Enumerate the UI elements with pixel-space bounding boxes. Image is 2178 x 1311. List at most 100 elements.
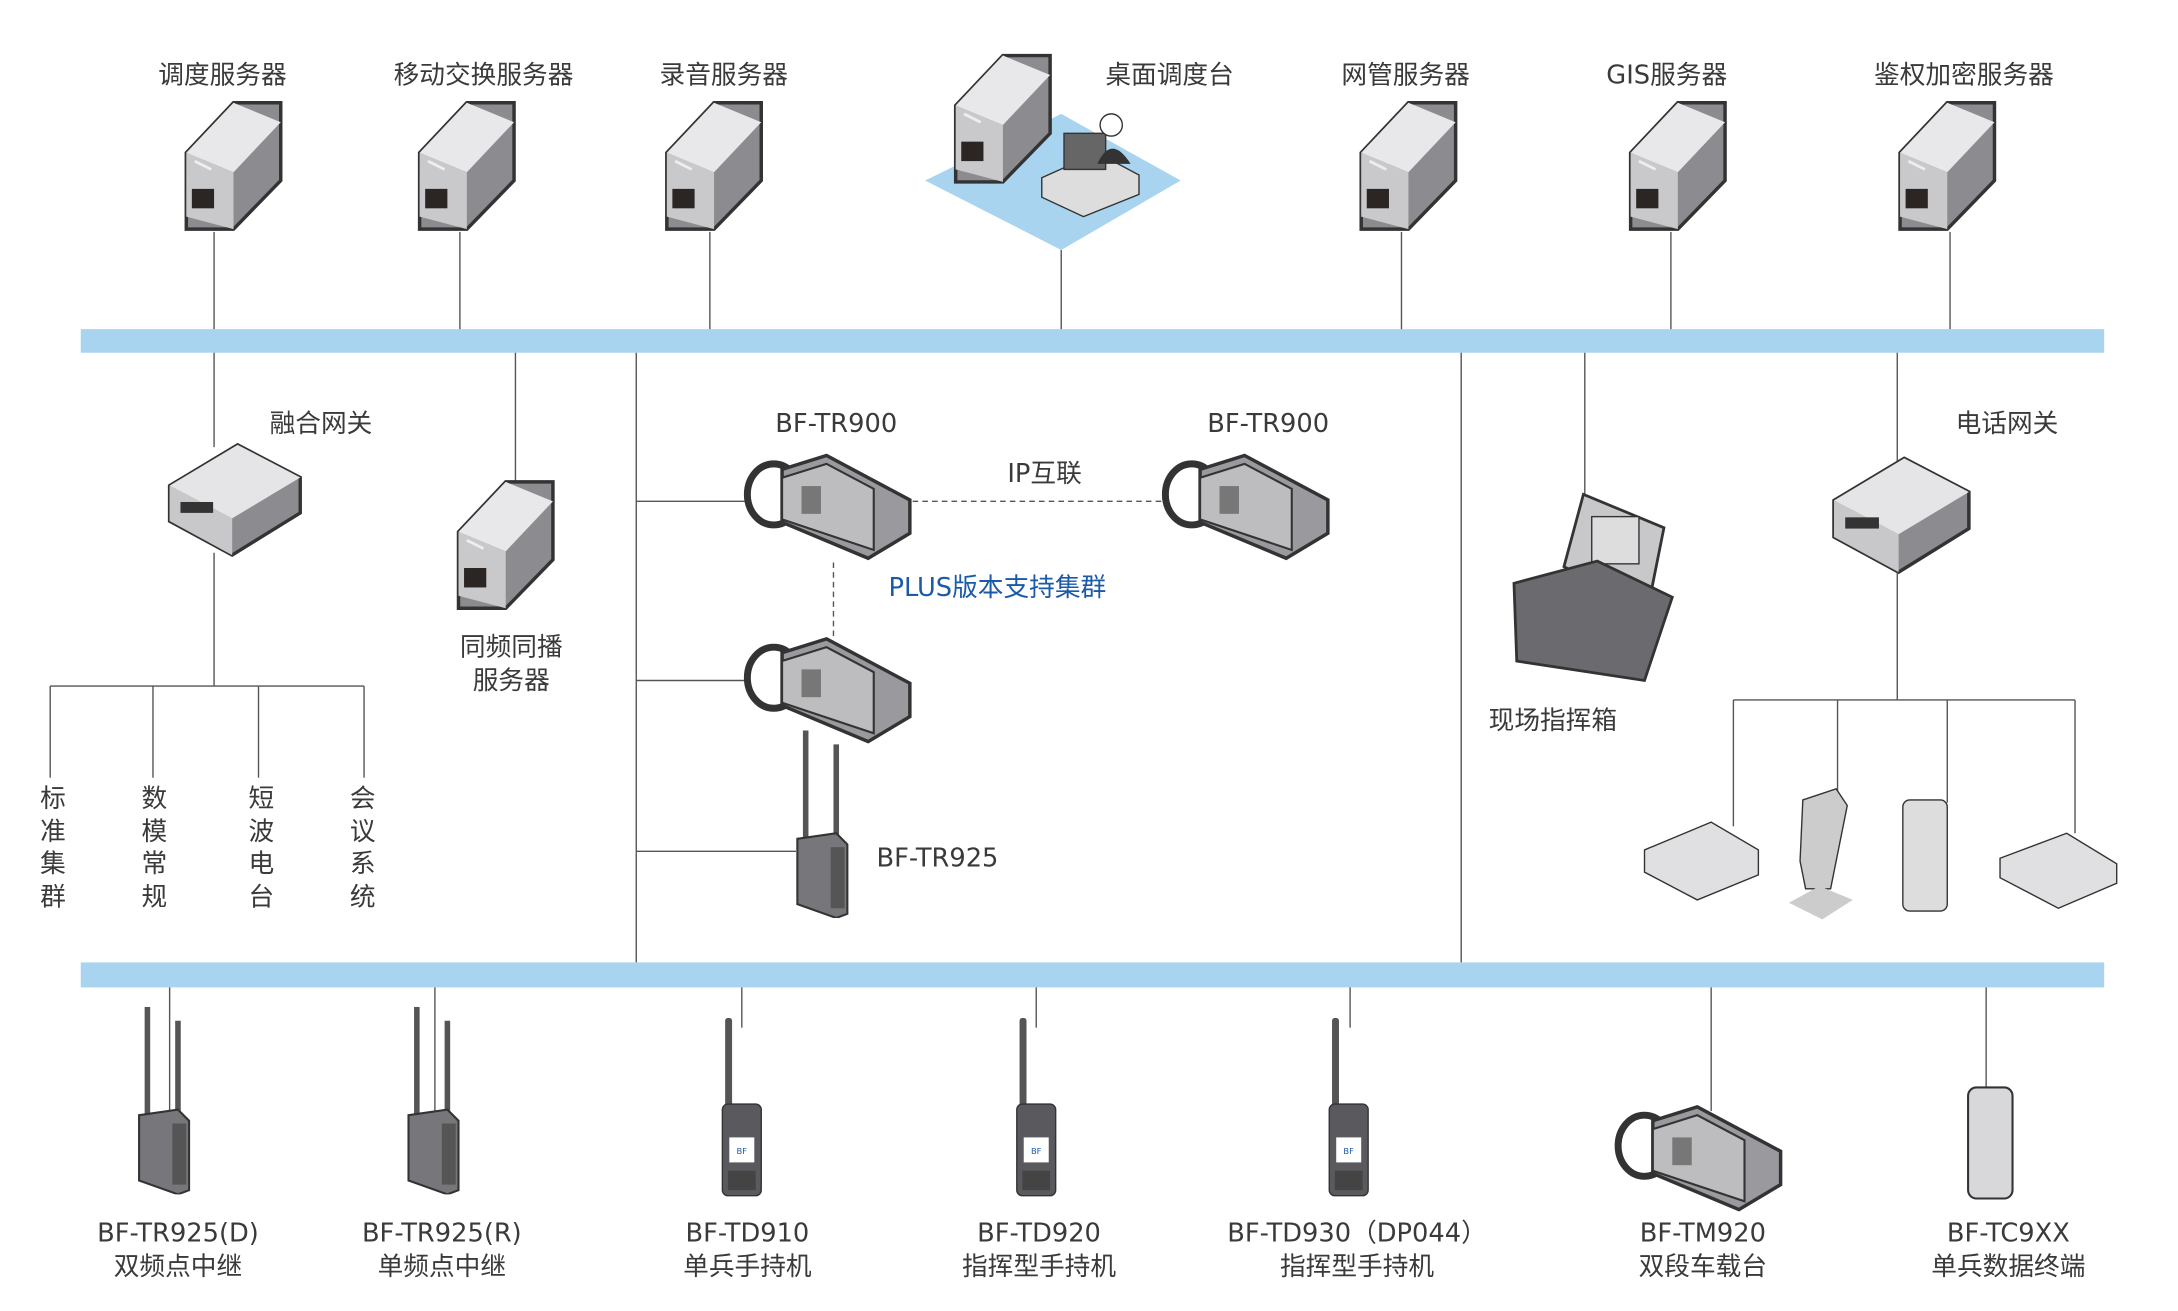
server-icon: [184, 101, 283, 231]
label-text: BF-TR925(D): [97, 1219, 259, 1249]
label-text: BF-TD910: [685, 1219, 809, 1249]
server-icon: [1359, 101, 1458, 231]
repeater-icon: [407, 1006, 460, 1195]
tr925-label: BF-TR925: [877, 844, 999, 874]
server-icon: [1628, 101, 1727, 231]
label-text: 统: [350, 882, 376, 912]
label-text: 系: [350, 849, 376, 879]
console-label: 桌面调度台: [1105, 60, 1233, 90]
server-icon: [665, 101, 763, 231]
tr925-icon: [796, 730, 849, 918]
bottom-device-tr925r: BF-TR925(R) 单频点中继: [362, 987, 522, 1282]
endpoint-conference: 会 议 系 统: [350, 784, 376, 913]
label-text: 波: [248, 817, 274, 847]
phone-gateway-label: 电话网关: [1956, 409, 2059, 439]
server-label: 鉴权加密服务器: [1874, 60, 2054, 90]
operator-icon: [1099, 113, 1124, 137]
data-terminal-icon: [1967, 1086, 2014, 1200]
handheld-radio-icon: [1328, 1017, 1369, 1197]
desk-phone-icon: [1999, 832, 2118, 910]
server-icon: [456, 480, 555, 611]
mobile-phone-icon: [1902, 799, 1948, 912]
bottom-device-td920: BF-TD920 指挥型手持机: [962, 987, 1116, 1282]
bottom-device-tm920: BF-TM920 双段车载台: [1618, 987, 1780, 1282]
repeater-icon: [138, 1006, 191, 1195]
label-text: 单兵手持机: [683, 1252, 812, 1282]
label-text: 会: [350, 784, 376, 814]
label-text: 准: [40, 817, 66, 847]
handheld-radio-icon: [721, 1017, 762, 1197]
bottom-device-td930: BF-TD930（DP044） 指挥型手持机: [1227, 987, 1487, 1282]
server-label: GIS服务器: [1606, 60, 1727, 90]
label-text: BF-TD920: [977, 1219, 1101, 1249]
vehicle-radio-icon: [1618, 1107, 1780, 1210]
label-text: 指挥型手持机: [962, 1252, 1116, 1282]
command-box-label: 现场指挥箱: [1489, 706, 1617, 736]
monitor-icon: [1063, 132, 1107, 171]
endpoint-digital-analog: 数 模 常 规: [142, 784, 168, 913]
label-text: 集: [40, 849, 66, 879]
label-text: 标: [40, 784, 66, 814]
simulcast-label-line2: 服务器: [473, 666, 550, 696]
label-text: 规: [142, 882, 168, 912]
label-text: 单频点中继: [378, 1252, 506, 1282]
field-command-box: 现场指挥箱: [1460, 352, 1674, 963]
top-server-dispatch: 调度服务器: [158, 60, 287, 330]
repeater-right-icon: [1165, 456, 1327, 559]
fusion-gateway-label: 融合网关: [270, 409, 373, 439]
simulcast-label-line1: 同频同播: [460, 633, 563, 663]
label-text: 群: [40, 882, 66, 912]
repeater-third-icon: [747, 639, 909, 742]
label-text: 数: [142, 784, 168, 814]
top-desktop-console: 桌面调度台: [925, 53, 1234, 330]
top-server-gis: GIS服务器: [1606, 60, 1727, 330]
bottom-device-tc9xx: BF-TC9XX 单兵数据终端: [1931, 987, 2085, 1282]
fusion-gateway: 融合网关 标 准 集 群 数 模 常 规 短 波 电 台 会 议 系: [40, 352, 376, 913]
top-server-recording: 录音服务器: [660, 60, 788, 330]
repeater-cluster: BF-TR900 BF-TR900 IP互联 PLUS版本支持集群 BF-TR9…: [635, 352, 1329, 963]
endpoint-standard-trunking: 标 准 集 群: [40, 784, 66, 913]
server-icon: [1898, 101, 1997, 231]
server-icon: [417, 101, 516, 231]
label-text: 指挥型手持机: [1280, 1252, 1434, 1282]
handheld-radio-icon: [1016, 1017, 1057, 1197]
endpoint-shortwave: 短 波 电 台: [248, 784, 274, 913]
bottom-device-td910: BF-TD910 单兵手持机: [683, 987, 812, 1282]
label-text: 双段车载台: [1639, 1252, 1767, 1282]
label-text: 单兵数据终端: [1931, 1252, 2085, 1282]
lower-network-bus: [80, 962, 2105, 988]
gateway-icon: [167, 443, 302, 557]
top-server-mobile-switch: 移动交换服务器: [394, 60, 574, 330]
bottom-device-tr925d: BF-TR925(D) 双频点中继: [97, 987, 259, 1282]
gateway-icon: [1832, 456, 1971, 574]
server-label: 移动交换服务器: [394, 60, 574, 90]
plus-note: PLUS版本支持集群: [888, 573, 1106, 603]
label-text: BF-TC9XX: [1947, 1219, 2070, 1249]
label-text: 短: [248, 784, 274, 814]
fax-phone-icon: [1643, 821, 1760, 901]
label-text: 双频点中继: [114, 1252, 242, 1282]
label-text: 台: [248, 882, 274, 912]
ip-link-label: IP互联: [1007, 459, 1081, 489]
repeater-left-label: BF-TR900: [775, 409, 897, 439]
repeater-right-label: BF-TR900: [1207, 409, 1329, 439]
label-text: 常: [142, 849, 168, 879]
command-box-icon: [1512, 559, 1674, 683]
server-label: 网管服务器: [1341, 60, 1469, 90]
top-server-auth-encryption: 鉴权加密服务器: [1874, 60, 2054, 330]
repeater-left-icon: [747, 456, 909, 559]
top-server-nms: 网管服务器: [1341, 60, 1470, 330]
cordless-phone-icon: [1799, 787, 1849, 890]
label-text: 模: [142, 817, 168, 847]
label-text: BF-TD930（DP044）: [1227, 1219, 1486, 1249]
upper-network-bus: [80, 329, 2105, 353]
server-label: 录音服务器: [660, 60, 788, 90]
server-label: 调度服务器: [158, 60, 286, 90]
label-text: 电: [248, 849, 274, 879]
label-text: 议: [350, 817, 376, 847]
phone-gateway: 电话网关: [1643, 352, 2118, 920]
label-text: BF-TR925(R): [362, 1219, 522, 1249]
simulcast-server: 同频同播 服务器: [456, 352, 563, 696]
label-text: BF-TM920: [1640, 1219, 1766, 1249]
